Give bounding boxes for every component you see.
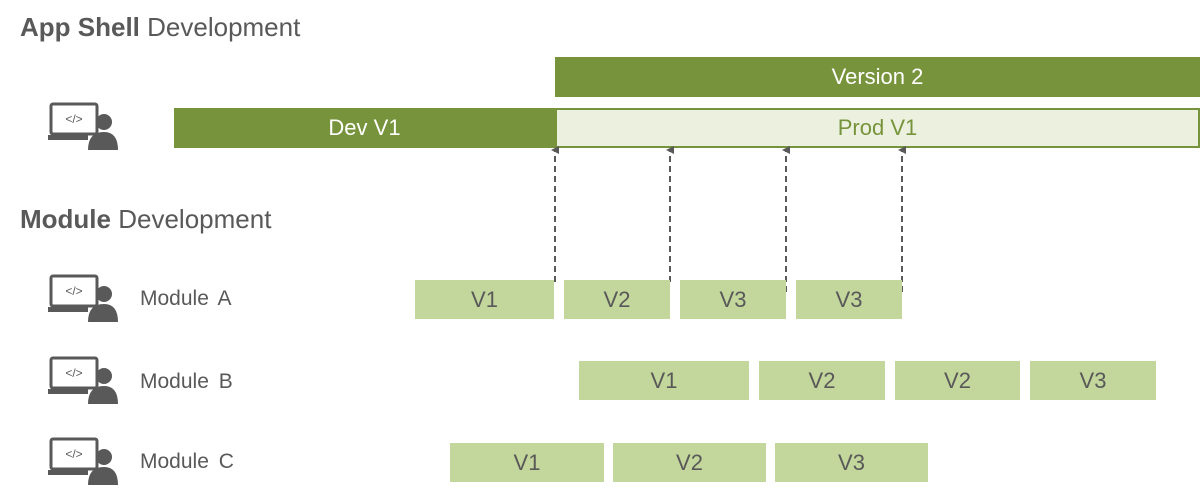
module-heading-bold: Module	[20, 204, 111, 234]
developer-laptop-icon: </>	[48, 102, 118, 150]
version-label: V2	[944, 367, 971, 393]
module-b-version-box: V2	[895, 361, 1020, 400]
app-shell-heading-bold: App Shell	[20, 12, 140, 42]
module-b-label: Module B	[140, 370, 233, 393]
dev-v1-label: Dev V1	[328, 115, 401, 140]
svg-text:</>: </>	[65, 112, 82, 126]
app-shell-heading-rest: Development	[139, 12, 301, 42]
developer-laptop-icon: </>	[48, 274, 118, 322]
version-2-bar: Version 2	[555, 57, 1200, 97]
version-label: V3	[719, 286, 747, 312]
svg-text:</>: </>	[65, 447, 82, 461]
module-heading-rest: Development	[111, 204, 272, 234]
version-label: V1	[471, 286, 498, 312]
dev-v1-bar: Dev V1	[174, 108, 555, 148]
developer-laptop-icon: </>	[48, 437, 118, 485]
prod-v1-bar: Prod V1	[555, 108, 1200, 148]
version-2-label: Version 2	[831, 64, 924, 89]
version-label: V3	[1079, 367, 1107, 393]
version-label: V3	[835, 286, 863, 312]
version-label: V1	[650, 367, 678, 393]
version-label: V3	[838, 449, 865, 475]
version-label: V2	[603, 286, 631, 312]
module-c-version-box: V3	[775, 443, 928, 482]
module-c-label: Module C	[140, 450, 234, 473]
module-c-version-box: V2	[613, 443, 766, 482]
version-label: V2	[808, 367, 836, 393]
svg-text:</>: </>	[65, 284, 82, 298]
svg-text:</>: </>	[65, 366, 82, 380]
module-c-version-box: V1	[450, 443, 604, 482]
module-b-version-box: V3	[1030, 361, 1156, 400]
module-a-version-box: V3	[796, 280, 902, 319]
version-label: V2	[676, 449, 703, 475]
app-shell-heading: App Shell Development	[20, 14, 300, 40]
module-a-version-box: V2	[564, 280, 670, 319]
module-a-version-box: V1	[415, 280, 554, 319]
module-development-heading: Module Development	[20, 206, 271, 232]
module-a-version-box: V3	[680, 280, 786, 319]
module-b-version-box: V1	[579, 361, 749, 400]
module-b-version-box: V2	[759, 361, 885, 400]
module-a-label: Module A	[140, 287, 232, 310]
version-label: V1	[513, 449, 541, 475]
prod-v1-label: Prod V1	[837, 115, 918, 140]
developer-laptop-icon: </>	[48, 356, 118, 404]
